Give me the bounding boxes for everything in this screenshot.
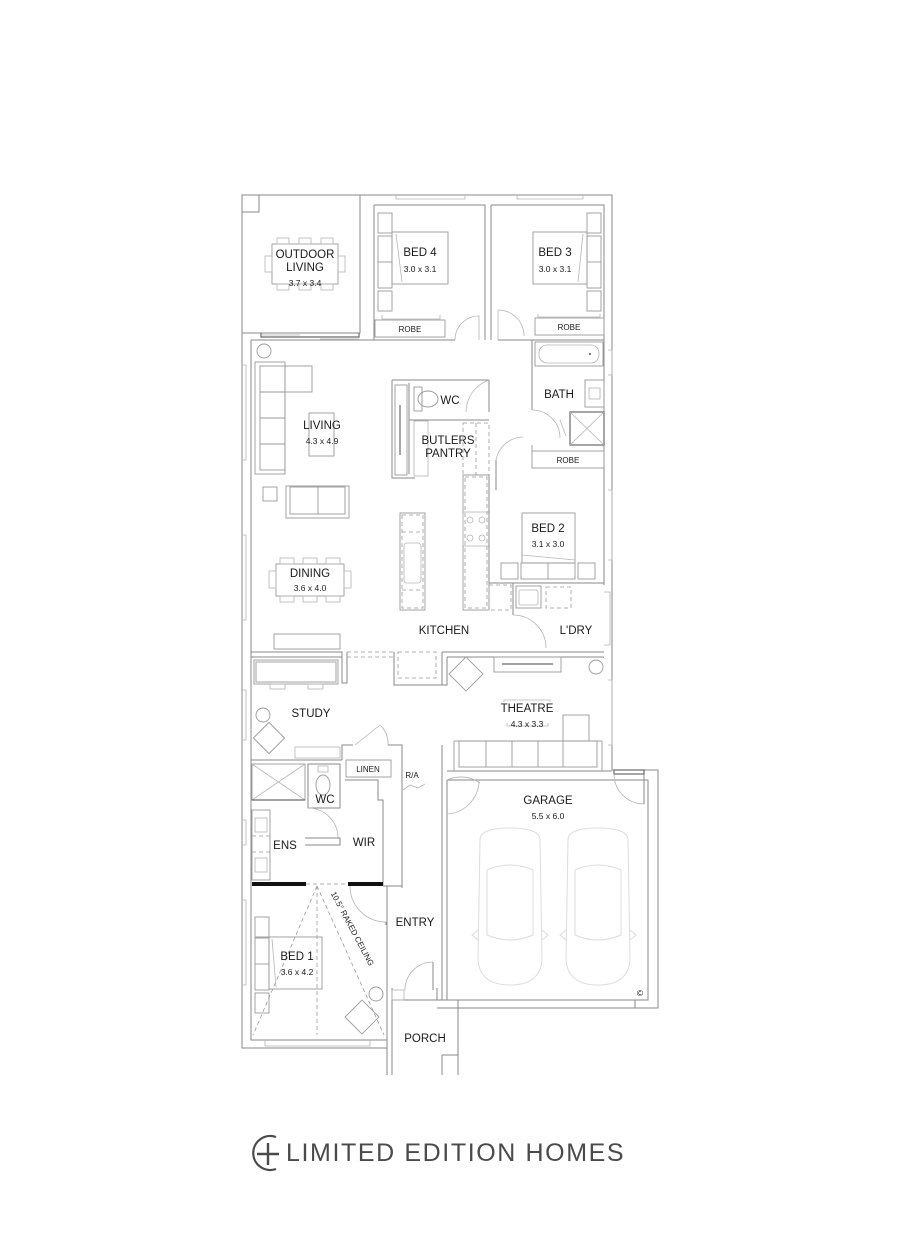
entry: ENTRY [349, 885, 447, 1075]
wc-main-label: WC [440, 395, 459, 407]
bed4-size: 3.0 x 3.1 [404, 264, 437, 274]
dining-room: DINING 3.6 x 4.0 [268, 557, 352, 650]
bed3-robe-label: ROBE [558, 323, 581, 332]
theatre-label: THEATRE [501, 703, 554, 715]
bed3-label: BED 3 [538, 247, 571, 259]
garage: GARAGE 5.5 x 6.0 © [437, 769, 659, 1009]
garage-label: GARAGE [523, 795, 573, 807]
outdoor-post [241, 194, 260, 213]
living-label: LIVING [303, 420, 341, 432]
bed2-room: BED 2 3.1 x 3.0 [500, 512, 596, 580]
bath-room: BATH ROBE [531, 340, 605, 469]
ensuite-label: ENS [273, 840, 297, 852]
outdoor-living-room: OUTDOOR LIVING 3.7 x 3.4 [264, 237, 346, 291]
bed3-room: BED 3 3.0 x 3.1 ROBE [497, 212, 605, 340]
bed2-size: 3.1 x 3.0 [532, 539, 565, 549]
living-size: 4.3 x 4.9 [306, 436, 339, 446]
raked-ceiling-note: 10.5° RAKED CEILING [329, 890, 376, 967]
linen-label: LINEN [356, 765, 380, 774]
wir-label: WIR [353, 837, 375, 849]
porch: PORCH [404, 1008, 459, 1075]
bed4-room: BED 4 3.0 x 3.1 ROBE [374, 212, 480, 341]
dining-label: DINING [290, 568, 330, 580]
kitchen-label: KITCHEN [419, 625, 469, 637]
laundry-room: L'DRY [512, 583, 593, 649]
outdoor-living-size: 3.7 x 3.4 [289, 278, 322, 288]
laundry-label: L'DRY [560, 625, 593, 637]
garage-size: 5.5 x 6.0 [532, 811, 565, 821]
circle-plus-logo-icon [248, 1133, 288, 1173]
wc-pantry: WC BUTLERS PANTRY [391, 379, 524, 490]
butlers-pantry-label-line2: PANTRY [425, 448, 471, 460]
car-right-icon [559, 827, 637, 986]
return-air-label: R/A [405, 771, 419, 780]
study-room: STUDY [251, 659, 342, 761]
bed2-label: BED 2 [531, 523, 564, 535]
bed4-robe-label: ROBE [399, 325, 422, 334]
car-left-icon [471, 827, 549, 986]
dining-size: 3.6 x 4.0 [294, 583, 327, 593]
outdoor-living-label-line2: LIVING [286, 262, 324, 274]
bed4-label: BED 4 [403, 247, 437, 259]
brand-name: LIMITED EDITION HOMES [286, 1139, 626, 1167]
living-room: LIVING 4.3 x 4.9 [254, 343, 350, 519]
walls [241, 194, 613, 1049]
study-label: STUDY [292, 708, 331, 720]
kitchen: KITCHEN [399, 474, 604, 637]
bed1-room: BED 1 3.6 x 4.2 10.5° RAKED CEILING [252, 885, 388, 1075]
bed1-size: 3.6 x 4.2 [281, 967, 314, 977]
copyright-icon: © [637, 988, 644, 998]
butlers-pantry-label-line1: BUTLERS [421, 435, 474, 447]
bed1-label: BED 1 [280, 951, 313, 963]
wc-ensuite-label: WC [315, 794, 334, 806]
entry-label: ENTRY [396, 917, 435, 929]
bath-label: BATH [544, 389, 574, 401]
porch-label: PORCH [404, 1033, 446, 1045]
bed3-size: 3.0 x 3.1 [539, 264, 572, 274]
ensuite-block: LINEN R/A WC ENS WIR [251, 724, 426, 888]
brand-logo: LIMITED EDITION HOMES [248, 1133, 625, 1173]
outdoor-living-label-line1: OUTDOOR [276, 249, 335, 261]
theatre-room: THEATRE 4.3 x 3.3 [441, 656, 612, 1000]
bed2-robe-label: ROBE [557, 456, 580, 465]
theatre-size: 4.3 x 3.3 [511, 719, 544, 729]
outdoor-living-outline [241, 194, 361, 334]
